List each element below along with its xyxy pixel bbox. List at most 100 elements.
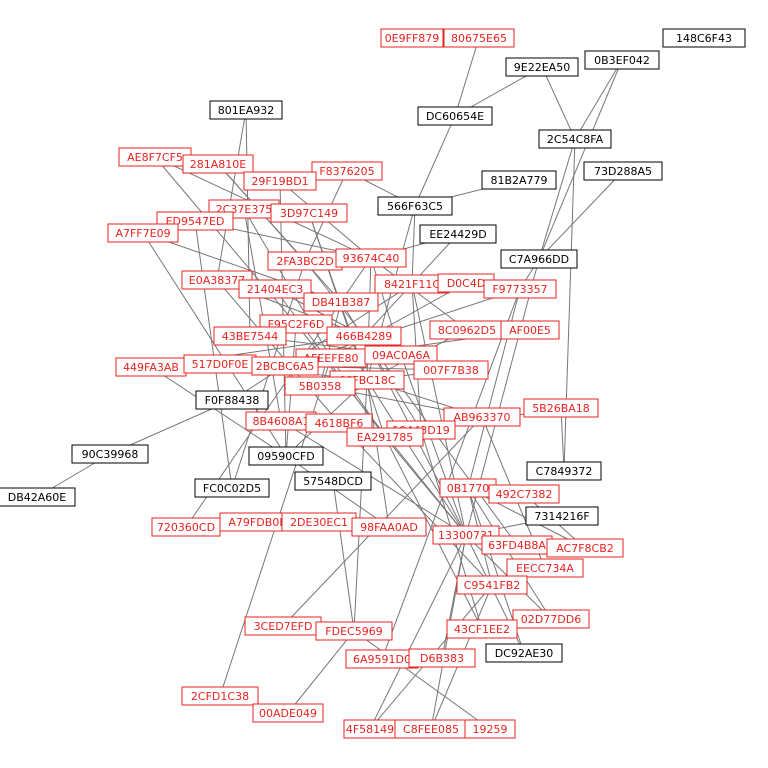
node-73D288A5[interactable]: 73D288A5 xyxy=(583,161,663,181)
node-label: 4F58149 xyxy=(346,723,394,736)
node-2BCBC6A5[interactable]: 2BCBC6A5 xyxy=(251,356,319,376)
node-492C7382[interactable]: 492C7382 xyxy=(488,484,560,504)
node-DC60654E[interactable]: DC60654E xyxy=(417,106,493,126)
node-box xyxy=(500,249,578,269)
node-DC92AE30[interactable]: DC92AE30 xyxy=(485,643,563,663)
edge-57548DCD-FDEC5969 xyxy=(332,480,355,632)
node-F0F88438[interactable]: F0F88438 xyxy=(195,390,269,410)
node-2DE30EC1[interactable]: 2DE30EC1 xyxy=(281,512,357,532)
node-D0C4D[interactable]: D0C4D xyxy=(437,273,495,293)
node-19259[interactable]: 19259 xyxy=(464,719,516,739)
node-43CF1EE2[interactable]: 43CF1EE2 xyxy=(446,619,518,639)
node-label: DC60654E xyxy=(426,110,484,123)
node-80675E65[interactable]: 80675E65 xyxy=(443,28,515,48)
node-281A810E[interactable]: 281A810E xyxy=(182,154,254,174)
node-29F19BD1[interactable]: 29F19BD1 xyxy=(243,171,317,191)
edge-F9773357-0B1770 xyxy=(467,288,521,489)
node-2CFD1C38[interactable]: 2CFD1C38 xyxy=(181,686,259,706)
node-90C39968[interactable]: 90C39968 xyxy=(71,444,149,464)
edge-2C54C8FA-C7849372 xyxy=(563,138,576,472)
node-C9541FB2[interactable]: C9541FB2 xyxy=(456,575,528,595)
node-09AC0A6A[interactable]: 09AC0A6A xyxy=(364,345,438,365)
node-DB42A60E[interactable]: DB42A60E xyxy=(0,487,76,507)
node-0B3EF042[interactable]: 0B3EF042 xyxy=(584,50,660,70)
node-0B1770[interactable]: 0B1770 xyxy=(439,478,497,498)
node-00ADE049[interactable]: 00ADE049 xyxy=(252,703,324,723)
node-8C0962D5[interactable]: 8C0962D5 xyxy=(429,320,505,340)
node-81B2A779[interactable]: 81B2A779 xyxy=(481,170,557,190)
node-FC0C02D5[interactable]: FC0C02D5 xyxy=(194,478,270,498)
node-label: DB42A60E xyxy=(8,491,67,504)
node-box xyxy=(238,279,312,299)
edge-2C54C8FA-C7A966DD xyxy=(538,138,576,260)
node-5B0358[interactable]: 5B0358 xyxy=(284,376,356,396)
edge-DB41B387-19443D19 xyxy=(340,301,422,431)
edge-19259-FDEC5969 xyxy=(353,630,491,730)
node-D6B383[interactable]: D6B383 xyxy=(408,648,476,668)
node-8421F11C[interactable]: 8421F11C xyxy=(374,274,450,294)
node-6A9591D0[interactable]: 6A9591D0 xyxy=(345,649,419,669)
node-C8FEE085[interactable]: C8FEE085 xyxy=(394,719,468,739)
node-09590CFD[interactable]: 09590CFD xyxy=(248,446,324,466)
node-label: 8421F11C xyxy=(384,278,440,291)
node-EECC734A[interactable]: EECC734A xyxy=(506,558,584,578)
node-2C54C8FA[interactable]: 2C54C8FA xyxy=(538,129,612,149)
node-C7A966DD[interactable]: C7A966DD xyxy=(500,249,578,269)
node-box xyxy=(526,461,602,481)
node-box xyxy=(456,575,528,595)
node-label: DC92AE30 xyxy=(495,647,554,660)
node-box xyxy=(485,643,563,663)
node-EE24429D[interactable]: EE24429D xyxy=(419,224,497,244)
node-566F63C5[interactable]: 566F63C5 xyxy=(377,196,453,216)
node-AB963370[interactable]: AB963370 xyxy=(443,407,521,427)
node-label: AE8F7CF5 xyxy=(127,151,183,164)
node-label: 8B4608A1 xyxy=(252,415,309,428)
node-8B4608A1[interactable]: 8B4608A1 xyxy=(245,411,317,431)
node-720360CD[interactable]: 720360CD xyxy=(151,517,221,537)
node-007F7B38[interactable]: 007F7B38 xyxy=(413,360,489,380)
node-02D77DD6[interactable]: 02D77DD6 xyxy=(512,609,590,629)
node-7314216F[interactable]: 7314216F xyxy=(525,506,599,526)
node-label: C7A966DD xyxy=(509,253,569,266)
node-label: 801EA932 xyxy=(218,104,274,117)
node-3D97C149[interactable]: 3D97C149 xyxy=(270,203,348,223)
node-AC7F8CB2[interactable]: AC7F8CB2 xyxy=(546,538,624,558)
node-label: D0C4D xyxy=(447,277,486,290)
node-517D0F0E[interactable]: 517D0F0E xyxy=(183,354,257,374)
node-box xyxy=(107,223,179,243)
edge-09AC0A6A-13300731 xyxy=(400,354,467,536)
edge-4618BF6-C9541FB2 xyxy=(338,422,493,586)
node-F8376205[interactable]: F8376205 xyxy=(311,161,383,181)
node-box xyxy=(270,203,348,223)
node-4F58149[interactable]: 4F58149 xyxy=(343,719,397,739)
node-5B26BA18[interactable]: 5B26BA18 xyxy=(523,398,599,418)
node-9E22EA50[interactable]: 9E22EA50 xyxy=(505,57,579,77)
node-0E9FF879[interactable]: 0E9FF879 xyxy=(380,28,444,48)
node-C7849372[interactable]: C7849372 xyxy=(526,461,602,481)
node-3CED7EFD[interactable]: 3CED7EFD xyxy=(244,616,322,636)
node-801EA932[interactable]: 801EA932 xyxy=(209,100,283,120)
node-93674C40[interactable]: 93674C40 xyxy=(335,248,407,268)
node-43BE7544[interactable]: 43BE7544 xyxy=(213,326,287,346)
node-box xyxy=(583,161,663,181)
node-148C6F43[interactable]: 148C6F43 xyxy=(662,28,746,48)
node-DB41B387[interactable]: DB41B387 xyxy=(303,292,379,312)
node-449FA3AB[interactable]: 449FA3AB xyxy=(115,357,187,377)
node-label: 2C54C8FA xyxy=(547,133,604,146)
node-AE8F7CF5[interactable]: AE8F7CF5 xyxy=(118,147,192,167)
node-EA291785[interactable]: EA291785 xyxy=(346,427,424,447)
node-F9773357[interactable]: F9773357 xyxy=(483,279,557,299)
node-63FD4B8A[interactable]: 63FD4B8A xyxy=(481,535,553,555)
node-98FAA0AD[interactable]: 98FAA0AD xyxy=(351,517,427,537)
node-21404EC3[interactable]: 21404EC3 xyxy=(238,279,312,299)
node-2FA3BC2D[interactable]: 2FA3BC2D xyxy=(267,251,343,271)
node-AF00E5[interactable]: AF00E5 xyxy=(500,320,560,340)
node-E0A38377[interactable]: E0A38377 xyxy=(181,270,253,290)
node-box xyxy=(419,224,497,244)
node-FDEC5969[interactable]: FDEC5969 xyxy=(315,621,393,641)
node-box xyxy=(584,50,660,70)
node-57548DCD[interactable]: 57548DCD xyxy=(294,471,372,491)
node-466B4289[interactable]: 466B4289 xyxy=(326,326,402,346)
node-A7FF7E09[interactable]: A7FF7E09 xyxy=(107,223,179,243)
